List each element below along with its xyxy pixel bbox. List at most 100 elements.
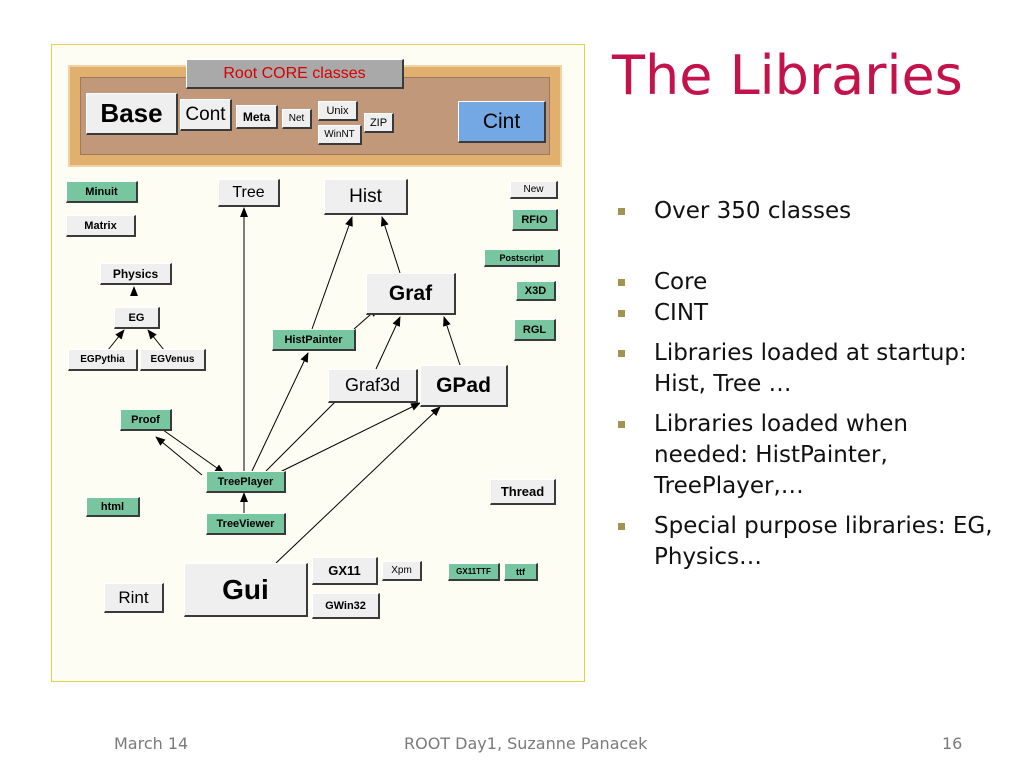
gui-label: Gui <box>222 573 269 605</box>
slide-title: The Libraries <box>612 44 963 107</box>
matrix-box: Matrix <box>66 215 136 237</box>
bullet-text: Libraries loaded when needed: HistPainte… <box>654 411 908 499</box>
gwin32-label: GWin32 <box>325 599 366 612</box>
base-box: Base <box>86 93 178 135</box>
winnt-box: WinNT <box>318 125 362 145</box>
hist-box: Hist <box>324 179 408 215</box>
bullet-item: Special purpose libraries: EG, Physics… <box>618 511 1008 573</box>
graf-box: Graf <box>366 273 456 315</box>
base-label: Base <box>100 98 163 128</box>
html-box: html <box>86 497 140 517</box>
core-classes-title-text: Root CORE classes <box>223 64 366 82</box>
bullet-list: Over 350 classes Core CINT Libraries loa… <box>618 196 1008 573</box>
meta-label: Meta <box>242 109 271 124</box>
hist-label: Hist <box>349 185 382 207</box>
rfio-label: RFIO <box>521 213 548 226</box>
rfio-box: RFIO <box>512 209 558 231</box>
gx11-label: GX11 <box>328 563 361 578</box>
gx11ttf-label: GX11TTF <box>456 567 491 576</box>
arrow-graf3d-graf <box>375 316 401 370</box>
graf3d-label: Graf3d <box>344 375 401 395</box>
arrow-gui-gpad <box>275 406 441 564</box>
thread-label: Thread <box>500 484 545 499</box>
cint-box: Cint <box>458 101 546 143</box>
bullet-marker <box>618 421 625 428</box>
physics-label: Physics <box>112 266 159 281</box>
winnt-label: WinNT <box>324 129 355 140</box>
gx11ttf-box: GX11TTF <box>448 563 500 581</box>
arrow-egvenus-eg <box>147 329 165 351</box>
proof-label: Proof <box>131 413 160 426</box>
arrow-egpythia-eg <box>107 329 125 351</box>
bullet-text: Core <box>654 269 708 295</box>
x3d-box: X3D <box>516 281 556 301</box>
egpythia-label: EGPythia <box>80 354 125 365</box>
eg-box: EG <box>114 307 160 329</box>
arrow-proof-treeplayer <box>155 424 225 474</box>
cont-box: Cont <box>180 99 232 131</box>
rgl-box: RGL <box>514 319 556 341</box>
footer-page-number: 16 <box>942 734 963 753</box>
histpainter-box: HistPainter <box>272 329 356 351</box>
minuit-box: Minuit <box>66 181 138 203</box>
gwin32-box: GWin32 <box>312 593 380 619</box>
root-libraries-diagram: Root CORE classes Base Cont Meta Net Uni… <box>51 44 585 682</box>
dependency-arrows <box>107 207 461 564</box>
bullet-text: Over 350 classes <box>654 198 852 224</box>
net-box: Net <box>282 109 312 129</box>
arrow-graf-hist <box>380 216 401 274</box>
bullet-item: CINT <box>618 298 1008 329</box>
graf3d-box: Graf3d <box>328 369 418 403</box>
arrow-treeplayer-gpad <box>277 402 421 474</box>
bullet-item: Core <box>618 267 1008 298</box>
bullet-item: Libraries loaded when needed: HistPainte… <box>618 409 1008 502</box>
treeviewer-label: TreeViewer <box>216 517 275 530</box>
new-box: New <box>510 181 558 199</box>
zip-label: ZIP <box>369 116 388 129</box>
postscript-label: Postscript <box>499 252 544 263</box>
footer-date: March 14 <box>114 734 189 753</box>
bullet-text: Special purpose libraries: EG, Physics… <box>654 513 993 570</box>
net-label: Net <box>288 113 305 124</box>
bullet-text: Libraries loaded at startup: Hist, Tree … <box>654 340 967 397</box>
physics-box: Physics <box>100 263 172 285</box>
cint-label: Cint <box>482 109 521 133</box>
arrow-histpainter-hist <box>311 216 353 330</box>
footer-title: ROOT Day1, Suzanne Panacek <box>404 734 648 753</box>
core-classes-title: Root CORE classes <box>186 59 404 89</box>
cont-label: Cont <box>185 103 226 125</box>
ttf-label: ttf <box>516 566 525 577</box>
arrow-treeplayer-graf3d <box>265 392 345 472</box>
gpad-label: GPad <box>436 373 491 397</box>
zip-box: ZIP <box>364 113 394 133</box>
bullet-marker <box>618 350 625 357</box>
rint-label: Rint <box>118 587 149 607</box>
arrow-gpad-graf <box>443 316 461 366</box>
matrix-label: Matrix <box>84 219 117 232</box>
arrow-treeplayer-proof <box>155 436 203 476</box>
bullet-marker <box>618 208 625 215</box>
treeplayer-label: TreePlayer <box>217 475 274 488</box>
ttf-box: ttf <box>504 563 538 581</box>
graf-label: Graf <box>388 281 433 305</box>
html-label: html <box>100 500 125 513</box>
bullet-marker <box>618 310 625 317</box>
arrow-treeplayer-histpainter <box>251 352 309 472</box>
tree-box: Tree <box>218 179 280 207</box>
xpm-label: Xpm <box>391 565 412 576</box>
eg-label: EG <box>128 311 145 324</box>
bullet-marker <box>618 279 625 286</box>
unix-label: Unix <box>326 104 349 117</box>
bullet-text: CINT <box>654 300 709 326</box>
egvenus-label: EGVenus <box>150 354 195 365</box>
gpad-box: GPad <box>420 365 508 407</box>
new-label: New <box>523 184 544 195</box>
rint-box: Rint <box>104 583 164 613</box>
unix-box: Unix <box>318 101 358 121</box>
rgl-label: RGL <box>522 323 547 336</box>
treeplayer-box: TreePlayer <box>206 471 286 493</box>
egpythia-box: EGPythia <box>68 349 138 371</box>
bullet-item: Libraries loaded at startup: Hist, Tree … <box>618 338 1008 400</box>
gx11-box: GX11 <box>312 557 378 585</box>
histpainter-label: HistPainter <box>284 333 343 346</box>
